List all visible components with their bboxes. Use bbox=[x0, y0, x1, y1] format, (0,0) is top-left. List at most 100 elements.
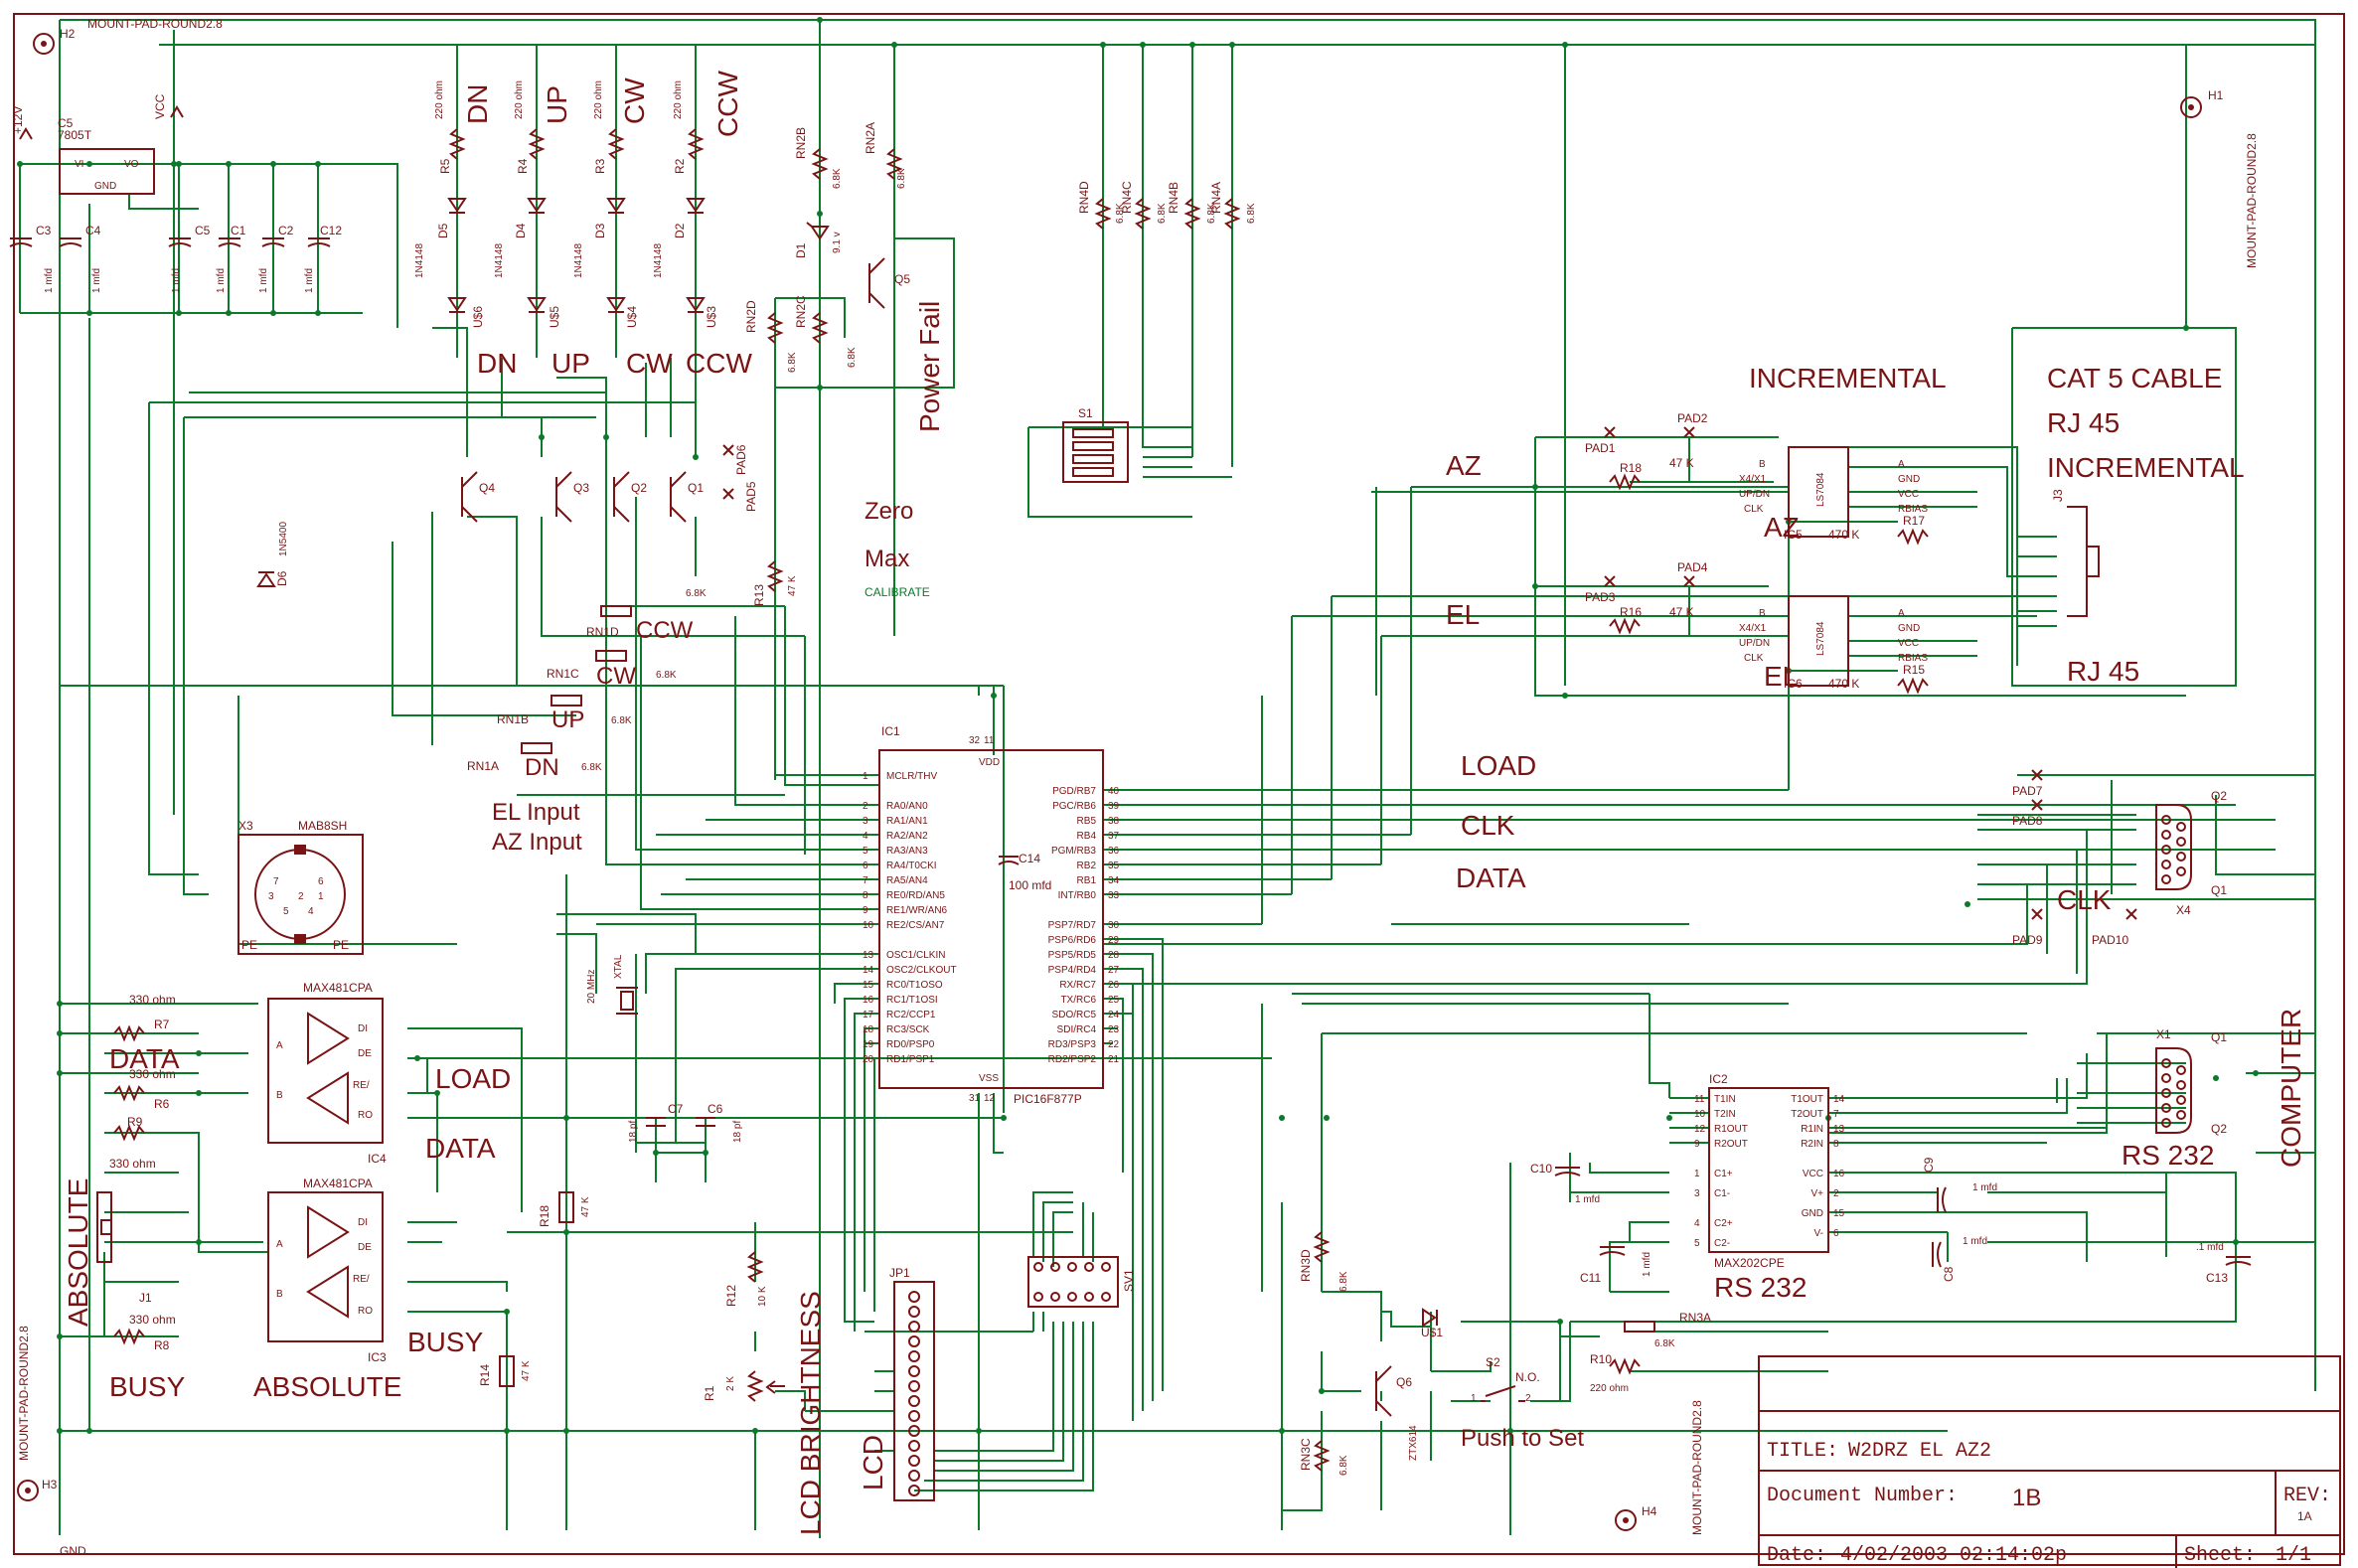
svg-text:JP1: JP1 bbox=[889, 1266, 910, 1280]
ic2-pin-num: 11 bbox=[1694, 1094, 1705, 1105]
ic1-pin-name: INT/RB0 bbox=[1058, 890, 1097, 901]
pad5-pad6: PAD5 PAD6 bbox=[722, 444, 758, 512]
svg-text:C14: C14 bbox=[1019, 852, 1040, 865]
svg-text:RN4B: RN4B bbox=[1167, 182, 1180, 214]
ic1-pin-name: RA0/AN0 bbox=[886, 801, 928, 812]
ic2-pin-name: R2OUT bbox=[1714, 1139, 1748, 1150]
svg-text:220 ohm: 220 ohm bbox=[673, 80, 684, 119]
r18-resistor: R18 47 K bbox=[538, 1191, 591, 1227]
ic1-pin-name: TX/RC6 bbox=[1060, 995, 1096, 1006]
svg-text:Power Fail: Power Fail bbox=[914, 301, 945, 432]
ic1-pin-num: 9 bbox=[863, 905, 868, 916]
mid-labels: LOAD CLK DATA bbox=[1456, 750, 1536, 893]
mount-hole-h4: H4 MOUNT-PAD-ROUND2.8 bbox=[1615, 1400, 1704, 1535]
ic1-pin-name: RB4 bbox=[1077, 831, 1097, 842]
svg-text:CW: CW bbox=[619, 78, 650, 124]
ic1-pin-name: RA3/AN3 bbox=[886, 846, 928, 857]
svg-text:2: 2 bbox=[298, 891, 304, 902]
svg-text:DI: DI bbox=[358, 1023, 368, 1034]
svg-text:7805T: 7805T bbox=[58, 128, 92, 142]
svg-text:ZTX614: ZTX614 bbox=[1408, 1425, 1419, 1461]
svg-text:DN: DN bbox=[525, 754, 559, 781]
svg-text:CAT 5 CABLE: CAT 5 CABLE bbox=[2047, 363, 2222, 393]
j3-rj45: J3 bbox=[2051, 489, 2100, 617]
svg-text:GND: GND bbox=[1898, 623, 1920, 634]
svg-text:C1: C1 bbox=[231, 224, 246, 237]
regulator-7805: C5 7805T VI VO GND bbox=[58, 116, 155, 195]
mount-hole-h3: H3 MOUNT-PAD-ROUND2.8 bbox=[17, 1326, 58, 1501]
ic2-pin-num: 5 bbox=[1694, 1238, 1700, 1249]
svg-text:1 mfd: 1 mfd bbox=[304, 268, 315, 293]
ic1-pin-name: PGC/RB6 bbox=[1052, 801, 1096, 812]
r1-potentiometer: R1 2 K bbox=[703, 1370, 785, 1402]
svg-text:Q4: Q4 bbox=[479, 481, 495, 495]
svg-text:2 K: 2 K bbox=[725, 1376, 736, 1391]
svg-text:N.O.: N.O. bbox=[1515, 1370, 1540, 1384]
svg-text:DATA: DATA bbox=[109, 1043, 180, 1074]
svg-text:RN2A: RN2A bbox=[864, 122, 877, 154]
svg-text:47 K: 47 K bbox=[521, 1360, 532, 1381]
svg-text:CCW: CCW bbox=[686, 348, 752, 379]
s1-dip-switch: S1 bbox=[1062, 406, 1129, 483]
svg-text:INCREMENTAL: INCREMENTAL bbox=[2047, 452, 2245, 483]
svg-text:C9: C9 bbox=[1922, 1157, 1936, 1173]
ls7084-az: LS7084 B X4/X1 UP/DN CLK A GND VCC RBIAS… bbox=[1585, 411, 1929, 546]
svg-text:R4: R4 bbox=[516, 158, 530, 174]
svg-text:1 mfd: 1 mfd bbox=[1575, 1194, 1600, 1205]
svg-text:CLK: CLK bbox=[1744, 653, 1764, 664]
svg-text:UP/DN: UP/DN bbox=[1739, 638, 1770, 649]
svg-text:BUSY: BUSY bbox=[407, 1327, 484, 1357]
max-label: Max bbox=[865, 546, 909, 572]
max481-ic3: MAX481CPA IC3 A B DI DE RE/ RO bbox=[267, 1176, 387, 1364]
svg-text:Q2: Q2 bbox=[2211, 1122, 2227, 1136]
push-to-set-circuit: RN3D 6.8K RN3C 6.8K Q6 ZTX614 U$1 S2 N.O… bbox=[1299, 1231, 1711, 1476]
svg-text:Document Number:: Document Number: bbox=[1767, 1485, 1958, 1507]
ic2-pin-num: 15 bbox=[1833, 1208, 1845, 1219]
svg-text:47 K: 47 K bbox=[580, 1196, 591, 1217]
svg-text:Q3: Q3 bbox=[573, 481, 589, 495]
ic2-pin-num: 7 bbox=[1833, 1109, 1839, 1120]
ic1-pin-num: 29 bbox=[1108, 935, 1120, 946]
ic2-pin-name: T1OUT bbox=[1791, 1094, 1823, 1105]
clk-label: CLK bbox=[2057, 884, 2112, 915]
svg-text:Push to Set: Push to Set bbox=[1461, 1425, 1584, 1452]
svg-text:R10: R10 bbox=[1590, 1352, 1612, 1366]
svg-text:RN1A: RN1A bbox=[467, 759, 499, 773]
svg-text:DE: DE bbox=[358, 1048, 372, 1059]
svg-text:Sheet:: Sheet: bbox=[2184, 1544, 2256, 1567]
svg-text:PAD8: PAD8 bbox=[2012, 814, 2043, 828]
svg-text:D1: D1 bbox=[794, 242, 808, 258]
svg-text:R18: R18 bbox=[538, 1205, 551, 1227]
mount-hole-h1: H1 MOUNT-PAD-ROUND2.8 bbox=[2180, 88, 2259, 268]
svg-text:1/1: 1/1 bbox=[2276, 1544, 2311, 1567]
svg-text:CCW: CCW bbox=[712, 71, 743, 137]
svg-text:1 mfd: 1 mfd bbox=[1972, 1182, 1997, 1193]
ls7084-el: LS7084 B X4/X1 UP/DN CLK A GND VCC RBIAS… bbox=[1585, 560, 1929, 695]
svg-text:CW: CW bbox=[626, 348, 673, 379]
svg-text:U$1: U$1 bbox=[1421, 1326, 1443, 1339]
ic1-pin-num: 34 bbox=[1108, 875, 1120, 886]
svg-text:IC4: IC4 bbox=[368, 1152, 387, 1166]
ic1-pin-name: RD3/PSP3 bbox=[1048, 1039, 1097, 1050]
svg-text:330 ohm: 330 ohm bbox=[129, 993, 176, 1007]
ic1-pin-name: RA4/T0CKI bbox=[886, 861, 937, 871]
svg-text:CW: CW bbox=[596, 663, 636, 690]
ic1-pin-name: RE1/WR/AN6 bbox=[886, 905, 948, 916]
led-row-labels: DN UP CW CCW bbox=[477, 348, 752, 379]
svg-text:XTAL: XTAL bbox=[613, 954, 624, 979]
ic1-pin-name: PSP4/RD4 bbox=[1048, 965, 1097, 976]
svg-text:MOUNT-PAD-ROUND2.8: MOUNT-PAD-ROUND2.8 bbox=[2245, 133, 2259, 268]
ic1-pin-name: RB1 bbox=[1077, 875, 1097, 886]
svg-text:1N5400: 1N5400 bbox=[278, 522, 289, 556]
ic1-pin-num: 36 bbox=[1108, 846, 1120, 857]
plus12-arrow-icon bbox=[19, 127, 33, 140]
svg-text:D3: D3 bbox=[593, 223, 607, 238]
svg-text:X4/X1: X4/X1 bbox=[1739, 474, 1767, 485]
ic1-pin-num: 5 bbox=[863, 846, 868, 857]
left-labels: DATA LOAD DATA BUSY BUSY ABSOLUTE ABSOLU… bbox=[63, 1043, 511, 1402]
svg-text:R14: R14 bbox=[478, 1364, 492, 1386]
el-chip-label: EL bbox=[1764, 661, 1798, 692]
svg-text:B: B bbox=[276, 1090, 283, 1101]
